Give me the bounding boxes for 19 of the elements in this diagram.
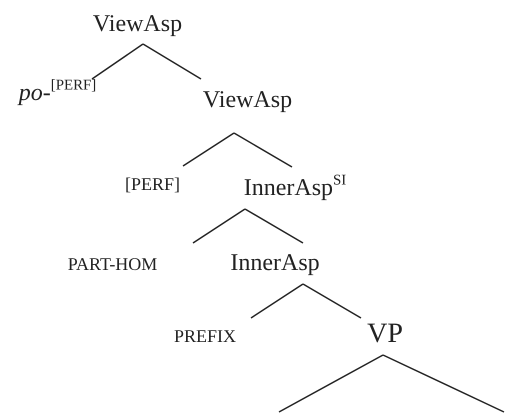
tree-branch (234, 132, 292, 168)
tree-branch (182, 132, 234, 167)
tree-node-label: VP (367, 320, 403, 348)
tree-branch (382, 354, 504, 413)
tree-node-label: ViewAsp (202, 88, 292, 112)
tree-node-label: po-$^{[PERF]}$ (18, 81, 96, 105)
tree-branch (278, 354, 384, 413)
tree-branch (250, 283, 304, 319)
tree-node-label: InnerAsp (230, 251, 320, 275)
tree-branch (142, 43, 202, 80)
tree-node-label: [PERF] (124, 175, 180, 193)
tree-branch (192, 208, 246, 244)
tree-node-label: ViewAsp (92, 12, 182, 36)
tree-branch (302, 283, 362, 319)
tree-node-label: PREFIX (174, 327, 236, 345)
tree-node-label: InnerAsp$^{SI}$ (244, 176, 346, 200)
tree-branch (92, 43, 144, 80)
tree-branch (244, 208, 304, 244)
tree-node-label: PART-HOM (68, 255, 158, 273)
